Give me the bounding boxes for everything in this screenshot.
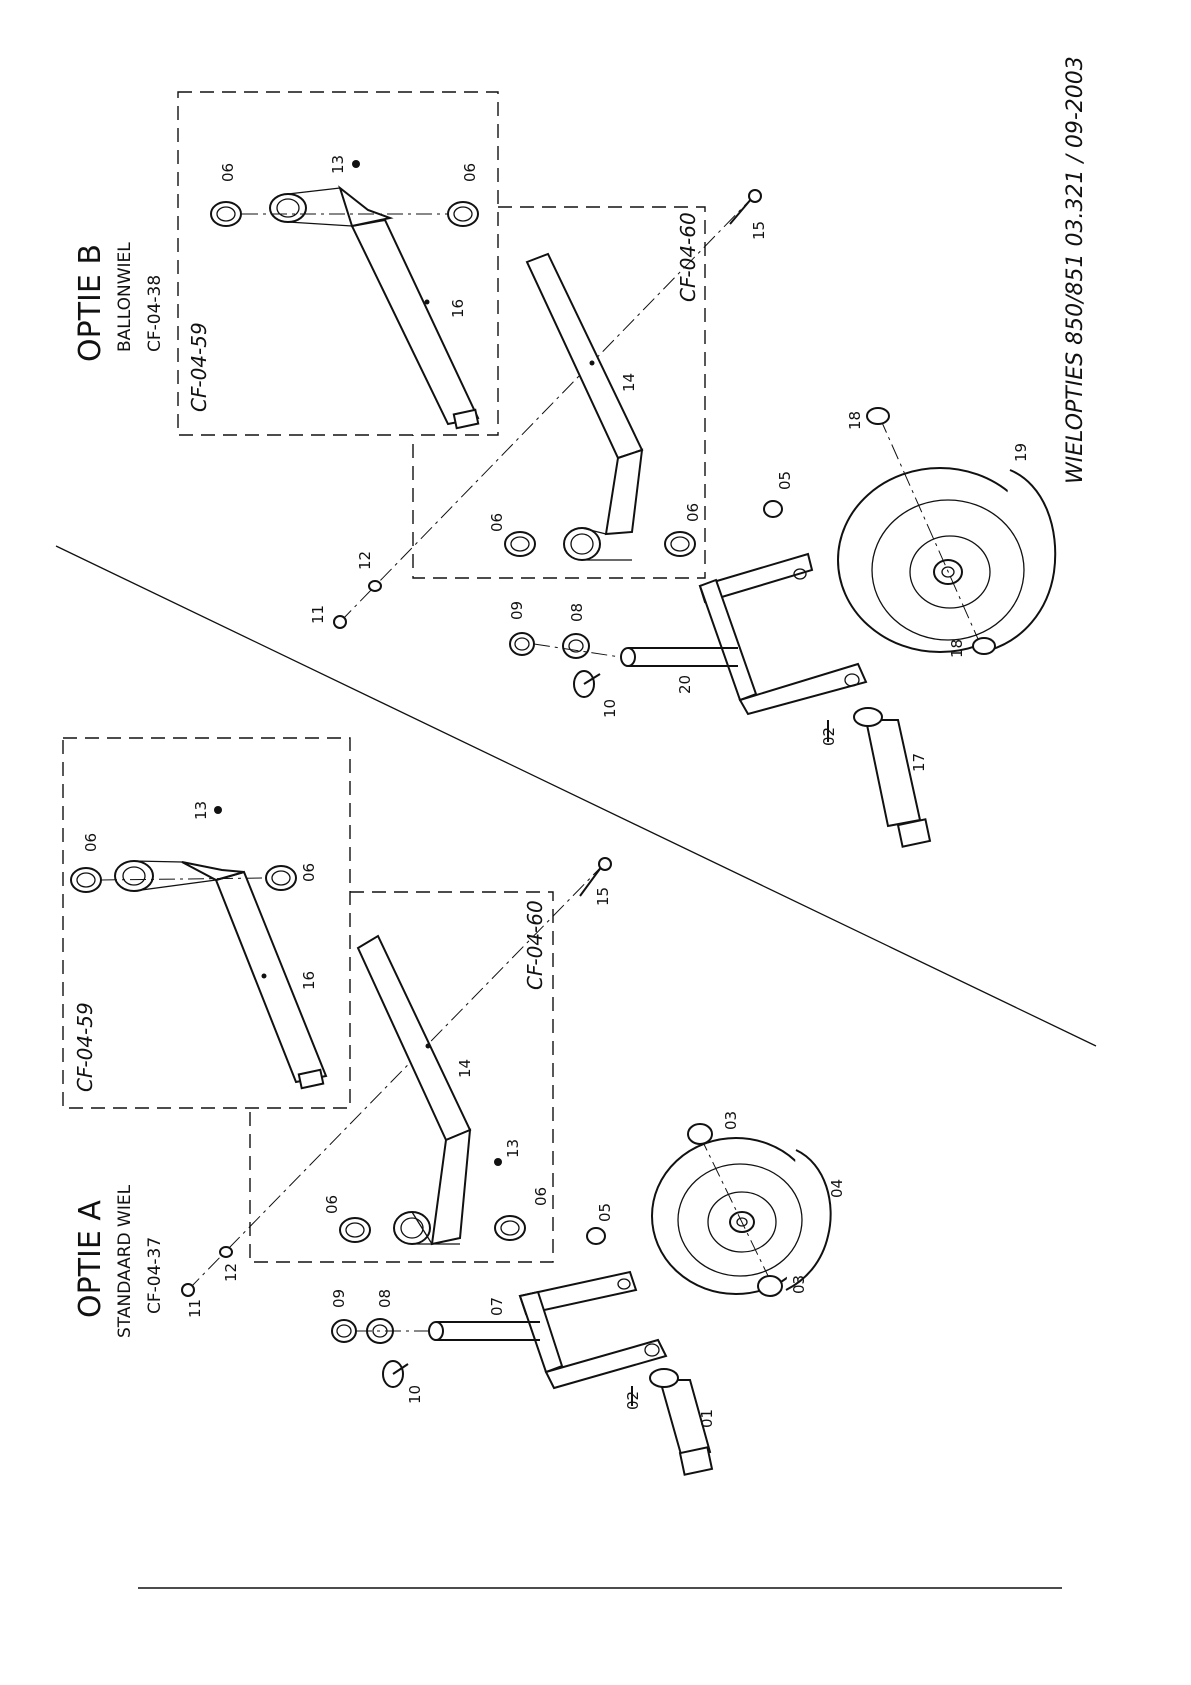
- option-b-grease-nipple-13: [352, 160, 360, 168]
- option-b-crank-16: [270, 188, 478, 428]
- callout-a-03-b: 03: [790, 1275, 808, 1294]
- callout-b-11: 11: [309, 605, 327, 624]
- callout-a-10: 10: [406, 1385, 424, 1404]
- callout-b-06-d: 06: [684, 503, 702, 522]
- option-b-title: OPTIE B: [73, 244, 108, 362]
- option-b-bushing-06-left: [211, 202, 241, 226]
- callout-b-16: 16: [449, 299, 467, 318]
- callout-a-11: 11: [186, 1299, 204, 1318]
- option-b-subtitle: BALLONWIEL: [115, 242, 135, 352]
- callout-b-15: 15: [750, 221, 768, 240]
- callout-b-06-c: 06: [488, 513, 506, 532]
- option-b-ring-08: [563, 634, 589, 658]
- option-b-washer-12: [369, 581, 381, 591]
- option-a-standard-wheel-04: [652, 1138, 831, 1294]
- callout-a-06-a: 06: [82, 833, 100, 852]
- option-b-axle-17: [854, 708, 930, 847]
- callout-a-13-b: 13: [504, 1139, 522, 1158]
- option-a-grease-nipple-13-upper: [214, 806, 222, 814]
- option-a-box-code-upper: CF-04-59: [73, 1002, 97, 1092]
- option-a-washer-05: [587, 1228, 605, 1244]
- callout-b-02: 02: [820, 727, 838, 746]
- option-b-bushing-06-right: [448, 202, 478, 226]
- option-a-bushing-06-left: [71, 868, 101, 892]
- option-b-balloon-wheel-19: [838, 468, 1055, 652]
- option-b-nut-11: [334, 616, 346, 628]
- option-a-bushing-06-lower-left: [340, 1218, 370, 1242]
- callout-b-20: 20: [676, 675, 694, 694]
- option-a-bushing-06-right: [266, 866, 296, 890]
- callout-b-18-b: 18: [948, 639, 966, 658]
- callout-b-19: 19: [1012, 443, 1030, 462]
- option-a-box-code-lower: CF-04-60: [523, 900, 547, 990]
- callout-b-10: 10: [601, 699, 619, 718]
- callout-a-04: 04: [828, 1179, 846, 1198]
- option-b-group: [178, 92, 1055, 847]
- option-a-nut-11: [182, 1284, 194, 1296]
- callout-a-13-a: 13: [192, 801, 210, 820]
- callout-a-09: 09: [330, 1289, 348, 1308]
- callout-b-09: 09: [508, 601, 526, 620]
- option-b-clip-10: [574, 671, 600, 697]
- option-b-bearing-18-lower: [973, 638, 995, 654]
- callout-a-05: 05: [596, 1203, 614, 1222]
- callout-b-13: 13: [329, 155, 347, 174]
- callout-a-08: 08: [376, 1289, 394, 1308]
- callout-b-12: 12: [356, 551, 374, 570]
- option-a-crank-16: [115, 861, 326, 1088]
- option-a-subtitle: STANDAARD WIEL: [115, 1184, 135, 1338]
- option-b-crank-14: [527, 254, 642, 560]
- callout-a-06-d: 06: [532, 1187, 550, 1206]
- callout-a-16: 16: [300, 971, 318, 990]
- option-a-title: OPTIE A: [73, 1200, 108, 1318]
- option-b-bearing-18-upper: [867, 408, 889, 424]
- option-a-fork-07: [429, 1272, 666, 1388]
- callout-b-17: 17: [910, 753, 928, 772]
- option-b-pin-15: [730, 190, 761, 224]
- callout-a-06-b: 06: [300, 863, 318, 882]
- callout-a-02: 02: [624, 1391, 642, 1410]
- callout-b-08: 08: [568, 603, 586, 622]
- option-b-code: CF-04-38: [145, 275, 165, 352]
- option-a-code: CF-04-37: [145, 1237, 165, 1314]
- option-a-washer-12: [220, 1247, 232, 1257]
- callout-b-06-a: 06: [219, 163, 237, 182]
- callout-a-06-c: 06: [323, 1195, 341, 1214]
- option-a-crank-14: [358, 936, 470, 1244]
- option-b-bushing-06-lower-left: [505, 532, 535, 556]
- option-b-nut-09: [510, 633, 534, 655]
- option-b-box-code-lower: CF-04-60: [676, 212, 700, 302]
- option-a-cap-03-lower: [758, 1276, 782, 1296]
- option-a-cap-03-upper: [688, 1124, 712, 1144]
- callout-a-01: 01: [698, 1409, 716, 1428]
- callout-a-14: 14: [456, 1059, 474, 1078]
- option-a-clip-10: [383, 1361, 408, 1387]
- callout-b-14: 14: [620, 373, 638, 392]
- callout-a-12: 12: [222, 1263, 240, 1282]
- option-a-bushing-06-lower-right: [495, 1216, 525, 1240]
- option-a-grease-nipple-13-lower: [494, 1158, 502, 1166]
- callout-a-03-a: 03: [722, 1111, 740, 1130]
- callout-b-05: 05: [776, 471, 794, 490]
- callout-b-18-a: 18: [846, 411, 864, 430]
- callout-b-06-b: 06: [461, 163, 479, 182]
- sheet-caption: WIELOPTIES 850/851 03.321 / 09-2003: [1063, 56, 1088, 484]
- option-b-box-code-upper: CF-04-59: [187, 322, 211, 412]
- option-a-group: [63, 738, 831, 1475]
- option-b-bushing-06-lower-right: [665, 532, 695, 556]
- callout-a-07: 07: [488, 1297, 506, 1316]
- option-a-nut-09: [332, 1320, 356, 1342]
- callout-a-15: 15: [594, 887, 612, 906]
- option-b-washer-05: [764, 501, 782, 517]
